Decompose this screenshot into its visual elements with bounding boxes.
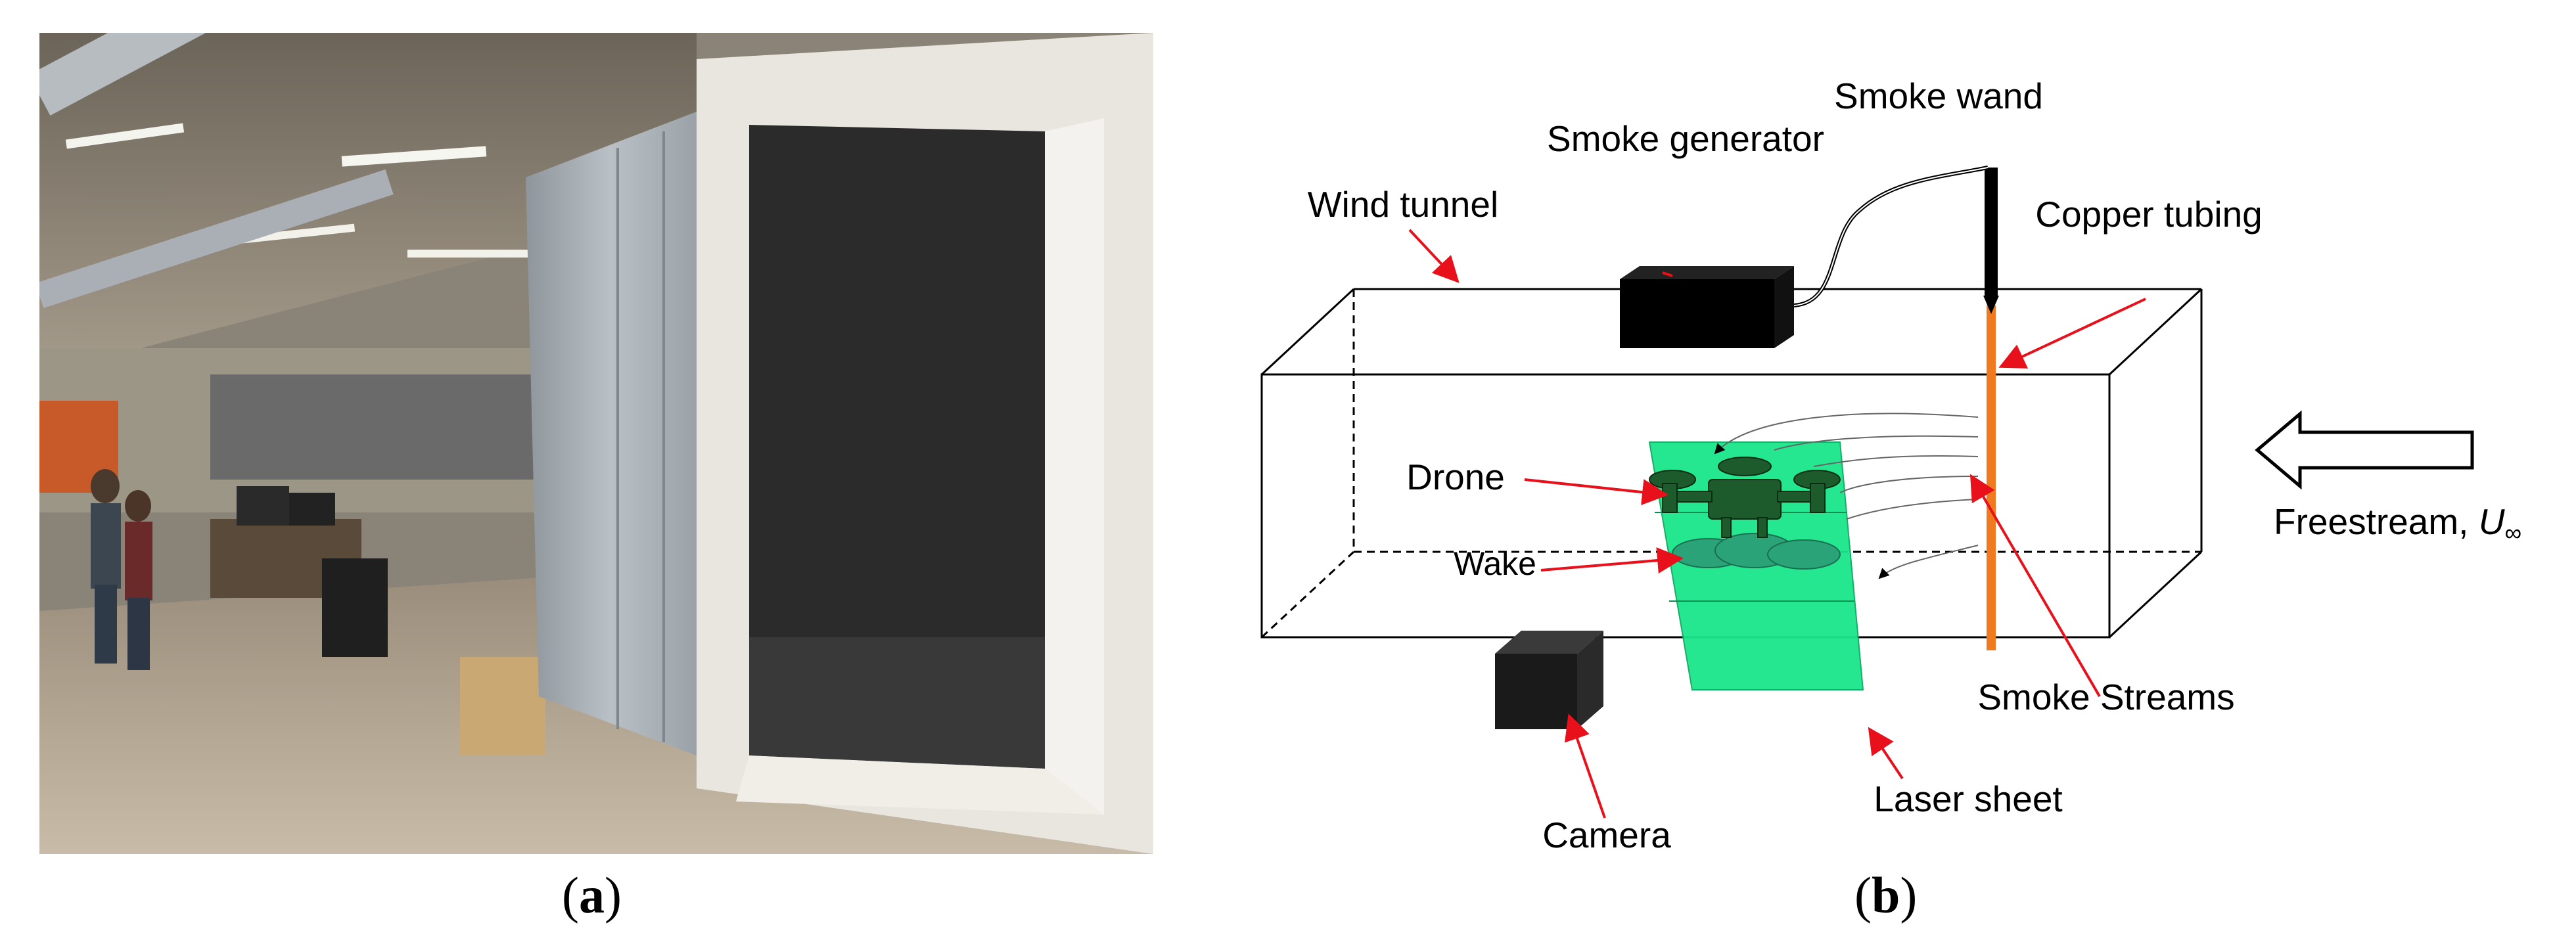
caption-a-letter: a: [578, 867, 605, 924]
caption-b-letter: b: [1871, 867, 1900, 924]
caption-b-close: ): [1900, 867, 1918, 924]
wind-tunnel-photo-drawing: [39, 33, 1153, 854]
smoke-generator: [1620, 266, 1794, 348]
label-arrows: [1408, 229, 2146, 819]
label-wind-tunnel: Wind tunnel: [1308, 184, 1498, 225]
caption-a-close: ): [604, 867, 622, 924]
caption-b: (b): [1854, 866, 1917, 925]
label-smoke-generator: Smoke generator: [1547, 118, 1824, 159]
caption-a: (a): [562, 866, 622, 925]
drone: [1649, 457, 1841, 538]
caption-b-open: (: [1854, 867, 1872, 924]
wake-cloud: [1672, 533, 1841, 570]
freestream-symbol: U: [2479, 501, 2505, 542]
setup-schematic-drawing: Smoke wand Smoke generator Wind tunnel C…: [1260, 76, 2521, 855]
label-copper-tubing: Copper tubing: [2035, 194, 2263, 235]
caption-a-open: (: [562, 867, 579, 924]
label-wake: Wake: [1454, 545, 1536, 582]
wind-tunnel-photo: [39, 33, 1153, 854]
label-laser-sheet: Laser sheet: [1874, 778, 2062, 819]
setup-schematic: Smoke wand Smoke generator Wind tunnel C…: [1183, 39, 2563, 855]
freestream-arrow: [2255, 410, 2474, 490]
smoke-wand: [1983, 168, 1999, 314]
copper-tubing: [1987, 305, 1996, 650]
freestream-subscript: ∞: [2504, 519, 2521, 546]
label-freestream: Freestream, U∞: [2274, 501, 2521, 546]
smoke-streams: [1714, 413, 1979, 579]
label-drone: Drone: [1406, 457, 1505, 497]
freestream-text: Freestream,: [2274, 501, 2479, 542]
label-camera: Camera: [1542, 815, 1671, 854]
label-smoke-streams: Smoke Streams: [1977, 677, 2234, 717]
camera: [1495, 631, 1603, 729]
label-smoke-wand: Smoke wand: [1834, 76, 2043, 116]
